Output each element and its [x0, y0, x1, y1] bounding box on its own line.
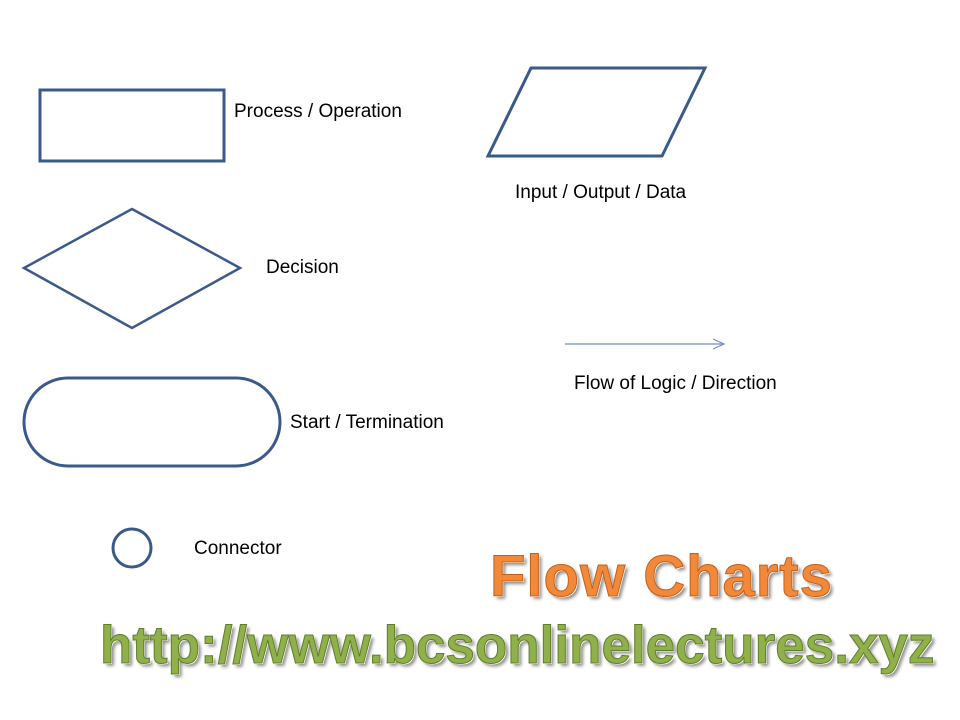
- flow-label: Flow of Logic / Direction: [574, 373, 777, 394]
- brand-title: Flow Charts: [490, 544, 833, 609]
- decision-symbol: [21, 207, 243, 330]
- connector-symbol: [111, 527, 153, 569]
- process-label: Process / Operation: [234, 101, 402, 122]
- terminal-symbol: [22, 376, 282, 468]
- input-output-symbol: [485, 66, 708, 158]
- decision-label: Decision: [266, 257, 339, 278]
- terminal-label: Start / Termination: [290, 412, 444, 433]
- connector-label: Connector: [194, 538, 282, 559]
- flow-arrow: [565, 338, 726, 350]
- brand-url: http://www.bcsonlinelectures.xyz: [99, 616, 935, 675]
- input-output-label: Input / Output / Data: [515, 182, 687, 203]
- process-symbol: [38, 88, 226, 163]
